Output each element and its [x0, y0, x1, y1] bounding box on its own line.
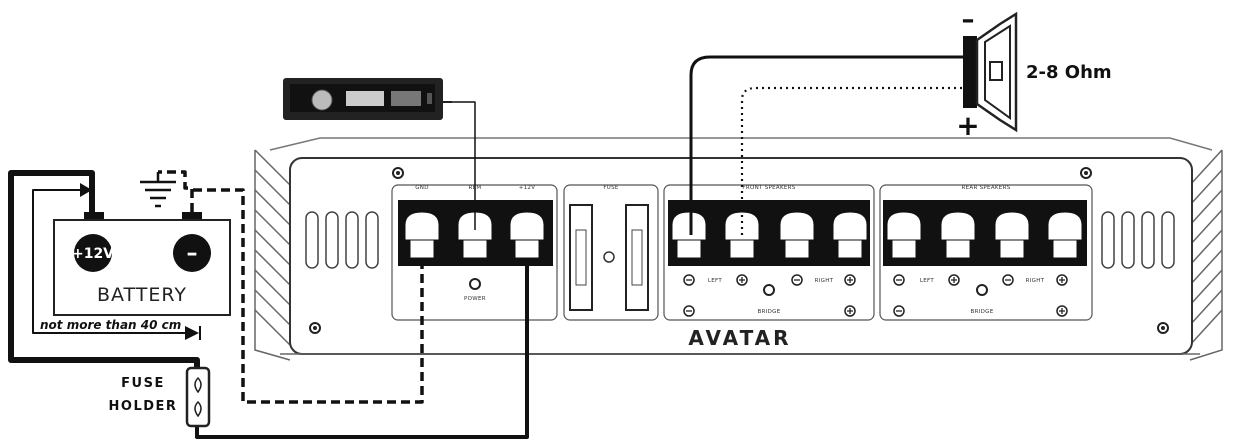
label-rear-speakers: REAR SPEAKERS — [962, 185, 1011, 191]
heatsink-right — [1189, 149, 1223, 361]
battery-label: BATTERY — [97, 284, 187, 306]
battery-icon: +12V – BATTERY — [53, 212, 231, 316]
battery-positive: +12V — [72, 246, 114, 262]
fuse-left-icon — [569, 204, 593, 311]
label-front-bridge: BRIDGE — [758, 309, 781, 315]
cable-length-note: not more than 40 cm — [40, 318, 181, 332]
label-gnd: GND — [415, 185, 429, 191]
fuse-group: FUSE — [563, 184, 659, 321]
label-12v: +12V — [519, 185, 536, 191]
label-front-left: LEFT — [708, 278, 723, 284]
chassis-top-edge — [269, 137, 1213, 151]
speaker-icon: – + — [956, 5, 1018, 142]
speaker-minus: – — [962, 5, 975, 35]
amplifier: GND REM +12V POWER FUSE FRONT SPEAKERS — [254, 137, 1223, 361]
label-rear-bridge: BRIDGE — [971, 309, 994, 315]
speaker-impedance: 2-8 Ohm — [1026, 62, 1112, 83]
vent-slots-left — [305, 211, 379, 269]
wire-speaker-minus — [689, 55, 963, 235]
speaker-plus: + — [956, 109, 979, 142]
wire-measure-line — [32, 189, 185, 334]
power-led-icon — [469, 278, 481, 290]
arrow-icons — [80, 183, 199, 340]
battery-negative: – — [187, 241, 198, 266]
screw-terminals — [404, 211, 1083, 241]
wires — [8, 55, 963, 439]
brand-logo: AVATAR — [688, 326, 791, 350]
label-rear-left: LEFT — [920, 278, 935, 284]
wire-gnd — [193, 188, 424, 404]
vent-slots-right — [1101, 211, 1175, 269]
heatsink-left — [254, 149, 291, 361]
wire-speaker-plus — [740, 86, 963, 235]
label-power: POWER — [464, 296, 486, 302]
wire-remote — [452, 101, 476, 230]
ground-icon — [140, 172, 176, 208]
fuse-right-icon — [625, 204, 649, 311]
fuse-holder-icon — [185, 366, 211, 428]
head-unit — [283, 78, 452, 120]
label-fuse: FUSE — [603, 185, 619, 191]
label-rear-right: RIGHT — [1026, 278, 1045, 284]
label-front-right: RIGHT — [815, 278, 834, 284]
wire-12v — [195, 262, 529, 439]
screw-icon — [309, 167, 1169, 334]
fuse-holder-label-line1: FUSE — [121, 376, 165, 391]
label-front-speakers: FRONT SPEAKERS — [742, 185, 795, 191]
fuse-holder-label-line2: HOLDER — [109, 399, 178, 414]
wire-battery-negative — [158, 170, 194, 212]
wire-battery-positive — [8, 170, 200, 372]
